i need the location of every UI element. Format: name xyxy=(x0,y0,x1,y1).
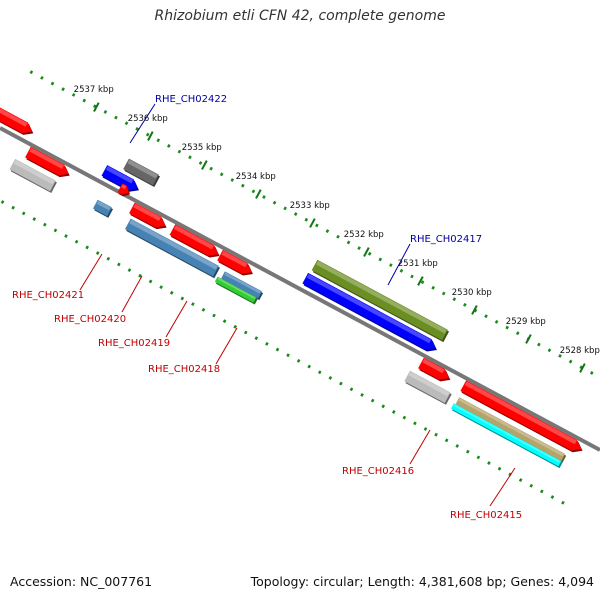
gene-feature-olive xyxy=(311,259,449,343)
gene-callout-line xyxy=(387,243,411,286)
gene-feature-red xyxy=(0,107,34,135)
gene-feature-blue-long xyxy=(302,272,437,352)
gene-feature-red xyxy=(129,202,167,230)
scale-tick-mark xyxy=(471,305,478,315)
gene-callout-line xyxy=(129,103,156,144)
accession-text: Accession: NC_007761 xyxy=(10,574,153,589)
gene-feature-tan xyxy=(455,397,567,463)
genome-summary-text: Topology: circular; Length: 4,381,608 bp… xyxy=(250,574,594,589)
gene-callout-line xyxy=(215,327,238,365)
gene-callout-line xyxy=(409,429,431,465)
scale-tick-label: 2533 kbp xyxy=(290,201,330,211)
scale-tick-label: 2536 kbp xyxy=(128,114,168,124)
gene-label-rhe_ch02417: RHE_CH02417 xyxy=(410,234,482,245)
scale-tick-mark xyxy=(147,131,154,141)
scale-tick-mark xyxy=(363,247,370,257)
scale-tick-mark xyxy=(417,276,424,286)
gene-feature-red-long xyxy=(460,380,583,453)
map-title: Rhizobium etli CFN 42, complete genome xyxy=(154,8,446,24)
gene-callout-line xyxy=(121,275,143,313)
scale-tick-mark xyxy=(93,102,100,112)
gene-callout-line xyxy=(79,253,103,291)
gene-callout-line xyxy=(489,467,516,507)
gene-feature-red xyxy=(169,224,220,258)
gene-label-rhe_ch02419: RHE_CH02419 xyxy=(98,338,170,349)
gene-feature-cyan xyxy=(450,403,563,469)
scale-tick-label: 2537 kbp xyxy=(74,85,114,95)
scale-tick-label: 2535 kbp xyxy=(182,143,222,153)
genome-backbone xyxy=(0,126,600,452)
gene-feature-gray xyxy=(9,158,57,193)
scale-tick-mark xyxy=(201,160,208,170)
gene-feature-blue xyxy=(101,165,139,192)
gene-feature-green xyxy=(214,276,258,305)
gene-feature-red xyxy=(418,357,451,382)
gene-label-rhe_ch02416: RHE_CH02416 xyxy=(342,466,414,477)
gene-label-rhe_ch02418: RHE_CH02418 xyxy=(148,364,220,375)
scale-tick-label: 2532 kbp xyxy=(344,230,384,240)
gene-features xyxy=(0,107,583,469)
scale-tick-label: 2531 kbp xyxy=(398,259,438,269)
gene-feature-red xyxy=(217,249,253,276)
gene-callouts: RHE_CH02422RHE_CH02417RHE_CH02421RHE_CH0… xyxy=(12,94,522,521)
gene-feature-red xyxy=(25,146,70,178)
scale-ticks: 2537 kbp 2536 kbp 2535 kbp 2534 kbp 2533 kbp… xyxy=(74,85,600,373)
gene-feature-gray xyxy=(404,370,452,405)
gene-label-rhe_ch02415: RHE_CH02415 xyxy=(450,510,522,521)
gene-label-rhe_ch02420: RHE_CH02420 xyxy=(54,314,126,325)
gene-feature-darkgray xyxy=(123,158,160,187)
scale-tick-mark xyxy=(525,334,532,344)
gene-label-rhe_ch02421: RHE_CH02421 xyxy=(12,290,84,301)
gene-feature-steelblue-small xyxy=(93,199,113,218)
scale-tick-mark xyxy=(255,189,262,199)
scale-tick-mark xyxy=(579,363,586,373)
scale-tick-label: 2530 kbp xyxy=(452,288,492,298)
scale-tick-label: 2534 kbp xyxy=(236,172,276,182)
gene-feature-red-small xyxy=(117,183,130,197)
scale-tick-mark xyxy=(309,218,316,228)
scale-tick-label: 2528 kbp xyxy=(560,346,600,356)
gene-feature-steelblue xyxy=(221,271,264,301)
scale-tick-label: 2529 kbp xyxy=(506,317,546,327)
gene-label-rhe_ch02422: RHE_CH02422 xyxy=(155,94,227,105)
gene-feature-steelblue xyxy=(125,218,220,279)
gene-callout-line xyxy=(165,300,188,338)
inner-dot-track xyxy=(0,198,571,508)
